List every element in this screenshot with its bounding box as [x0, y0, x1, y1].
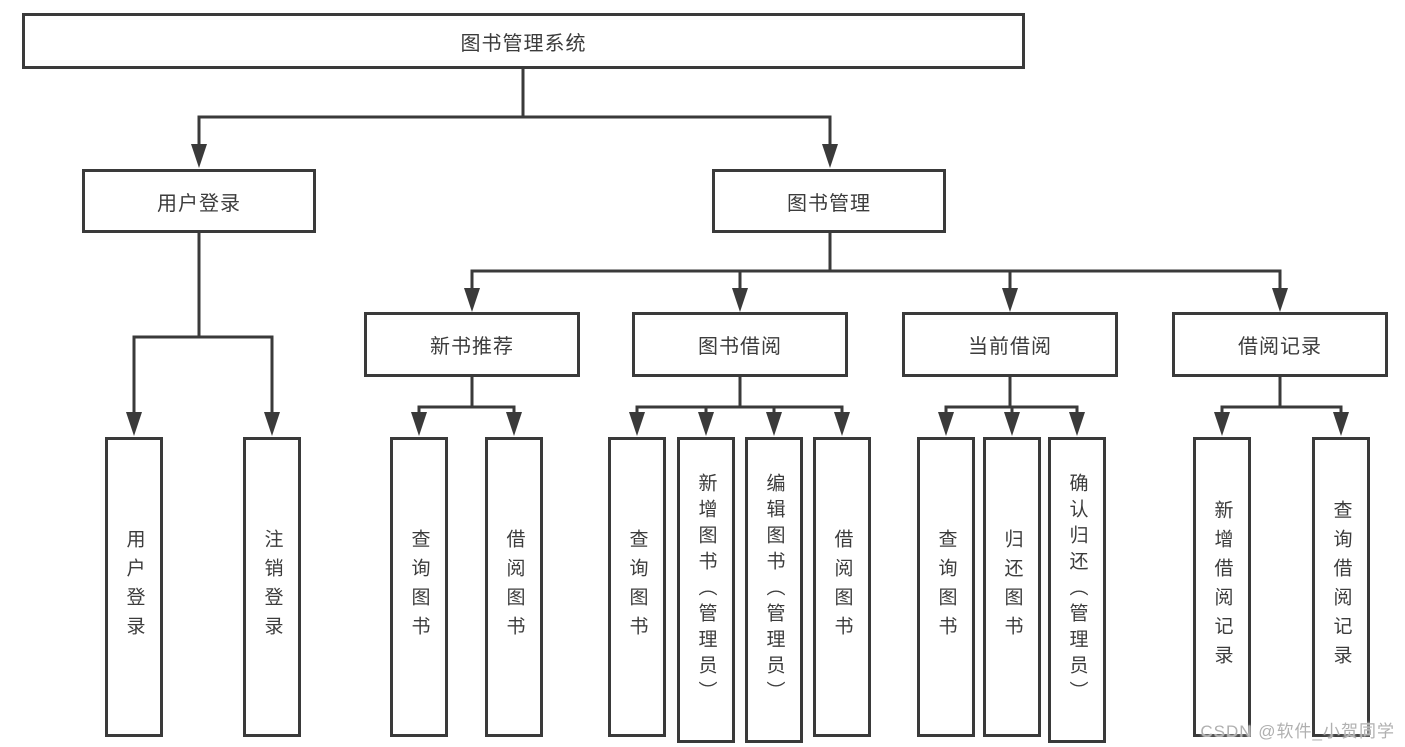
node-user-login-label: 用户登录: [157, 192, 241, 215]
leaf-add-books-admin-label: 新增图书（管理员）: [695, 473, 717, 707]
leaf-recommend-borrow-books: 借阅图书: [485, 437, 543, 737]
node-borrow-records-label: 借阅记录: [1238, 336, 1322, 358]
leaf-recommend-borrow-books-label: 借阅图书: [503, 529, 525, 645]
node-book-borrow: 图书借阅: [632, 312, 848, 377]
leaf-current-query-books: 查询图书: [917, 437, 975, 737]
leaf-current-query-books-label: 查询图书: [935, 529, 957, 645]
leaf-user-login-label: 用户登录: [123, 529, 145, 645]
node-user-login: 用户登录: [82, 169, 316, 233]
node-book-management: 图书管理: [712, 169, 946, 233]
leaf-borrow-borrow-books-label: 借阅图书: [831, 529, 853, 645]
leaf-logout: 注销登录: [243, 437, 301, 737]
node-library-system: 图书管理系统: [22, 13, 1025, 69]
leaf-borrow-query-books: 查询图书: [608, 437, 666, 737]
leaf-confirm-return-admin: 确认归还（管理员）: [1048, 437, 1106, 743]
node-current-borrow-label: 当前借阅: [968, 336, 1052, 358]
leaf-user-login: 用户登录: [105, 437, 163, 737]
leaf-return-books-label: 归还图书: [1001, 529, 1023, 645]
leaf-add-borrow-record-label: 新增借阅记录: [1211, 500, 1233, 674]
leaf-return-books: 归还图书: [983, 437, 1041, 737]
csdn-watermark: CSDN @软件_小贺同学: [1200, 722, 1395, 741]
leaf-edit-books-admin-label: 编辑图书（管理员）: [763, 473, 785, 707]
node-book-management-label: 图书管理: [787, 192, 871, 215]
leaf-confirm-return-admin-label: 确认归还（管理员）: [1066, 473, 1088, 707]
leaf-recommend-query-books: 查询图书: [390, 437, 448, 737]
leaf-logout-label: 注销登录: [261, 529, 283, 645]
node-borrow-records: 借阅记录: [1172, 312, 1388, 377]
leaf-add-books-admin: 新增图书（管理员）: [677, 437, 735, 743]
leaf-recommend-query-books-label: 查询图书: [408, 529, 430, 645]
node-current-borrow: 当前借阅: [902, 312, 1118, 377]
node-new-book-recommend: 新书推荐: [364, 312, 580, 377]
leaf-add-borrow-record: 新增借阅记录: [1193, 437, 1251, 737]
node-new-book-recommend-label: 新书推荐: [430, 336, 514, 358]
leaf-edit-books-admin: 编辑图书（管理员）: [745, 437, 803, 743]
leaf-query-borrow-record-label: 查询借阅记录: [1330, 500, 1352, 674]
node-book-borrow-label: 图书借阅: [698, 336, 782, 358]
leaf-borrow-query-books-label: 查询图书: [626, 529, 648, 645]
leaf-query-borrow-record: 查询借阅记录: [1312, 437, 1370, 737]
leaf-borrow-borrow-books: 借阅图书: [813, 437, 871, 737]
node-library-system-label: 图书管理系统: [460, 32, 587, 55]
